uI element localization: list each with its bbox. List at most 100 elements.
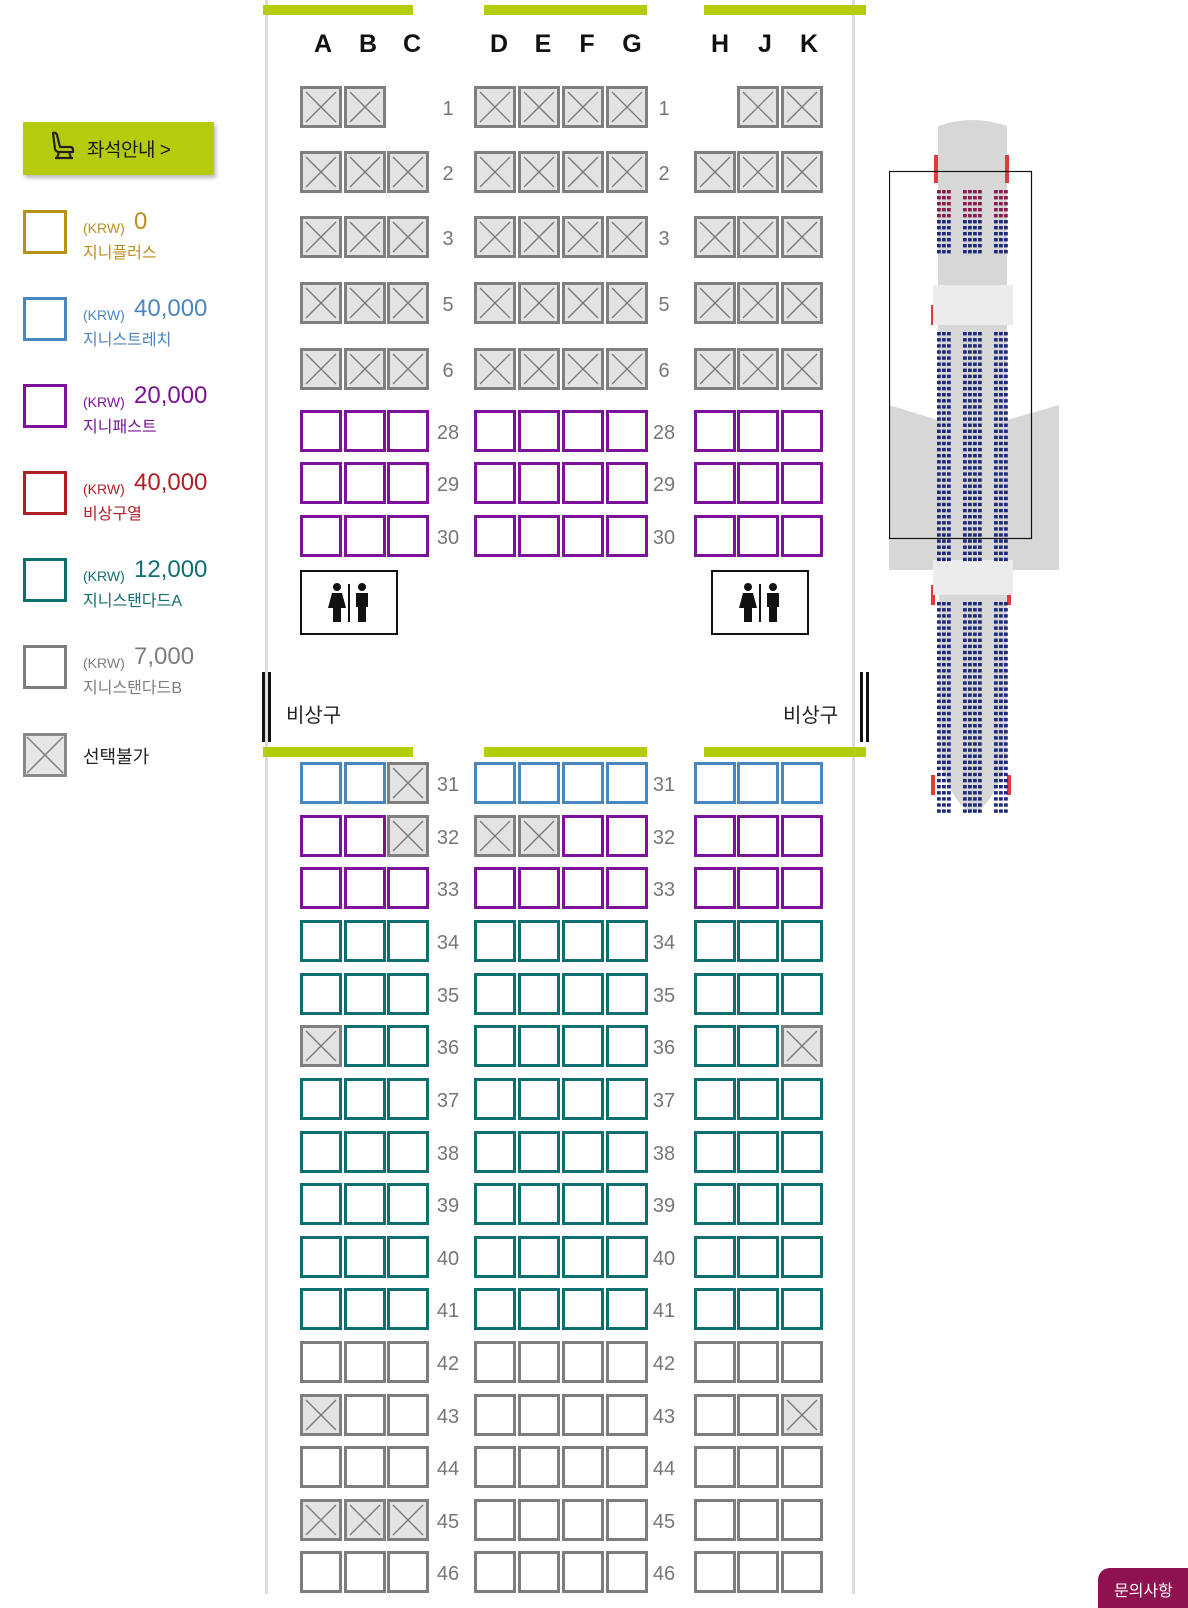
seat[interactable] — [562, 973, 604, 1015]
seat[interactable] — [781, 1078, 823, 1120]
seat[interactable] — [474, 1236, 516, 1278]
seat[interactable] — [474, 1131, 516, 1173]
seat[interactable] — [474, 1394, 516, 1436]
seat[interactable] — [562, 815, 604, 857]
seat[interactable] — [387, 1288, 429, 1330]
seat[interactable] — [562, 867, 604, 909]
seat[interactable] — [606, 410, 648, 452]
seat[interactable] — [737, 1131, 779, 1173]
seat[interactable] — [781, 1236, 823, 1278]
seat[interactable] — [344, 1394, 386, 1436]
seat[interactable] — [737, 1078, 779, 1120]
seat[interactable] — [781, 762, 823, 804]
seat[interactable] — [737, 515, 779, 557]
seat[interactable] — [344, 920, 386, 962]
seat[interactable] — [562, 762, 604, 804]
inquiry-button[interactable]: 문의사항 — [1098, 1568, 1188, 1608]
seat[interactable] — [387, 1236, 429, 1278]
seat[interactable] — [518, 762, 560, 804]
seat[interactable] — [518, 867, 560, 909]
seat[interactable] — [606, 762, 648, 804]
seat[interactable] — [562, 1499, 604, 1541]
seat[interactable] — [344, 762, 386, 804]
seat[interactable] — [474, 1078, 516, 1120]
seat[interactable] — [344, 1078, 386, 1120]
seat[interactable] — [737, 1025, 779, 1067]
seat[interactable] — [300, 1131, 342, 1173]
seat[interactable] — [781, 973, 823, 1015]
seat[interactable] — [781, 920, 823, 962]
seat[interactable] — [518, 515, 560, 557]
seat[interactable] — [694, 1025, 736, 1067]
seat[interactable] — [737, 973, 779, 1015]
seat[interactable] — [344, 1551, 386, 1593]
seat[interactable] — [781, 1288, 823, 1330]
seat[interactable] — [518, 1025, 560, 1067]
seat[interactable] — [518, 1341, 560, 1383]
seat[interactable] — [562, 515, 604, 557]
seat[interactable] — [606, 1236, 648, 1278]
seat[interactable] — [737, 410, 779, 452]
seat[interactable] — [781, 1499, 823, 1541]
seat[interactable] — [344, 1183, 386, 1225]
seat[interactable] — [474, 1446, 516, 1488]
seat[interactable] — [518, 1394, 560, 1436]
seat[interactable] — [387, 462, 429, 504]
seat[interactable] — [737, 815, 779, 857]
seat[interactable] — [518, 973, 560, 1015]
seat[interactable] — [781, 515, 823, 557]
seat[interactable] — [518, 920, 560, 962]
seat[interactable] — [518, 1078, 560, 1120]
seat[interactable] — [606, 1025, 648, 1067]
seat[interactable] — [474, 1551, 516, 1593]
seat[interactable] — [606, 1288, 648, 1330]
seat[interactable] — [518, 410, 560, 452]
seat[interactable] — [737, 1499, 779, 1541]
seat[interactable] — [694, 462, 736, 504]
seat[interactable] — [737, 762, 779, 804]
seat[interactable] — [300, 515, 342, 557]
seat[interactable] — [300, 1236, 342, 1278]
seat[interactable] — [387, 1394, 429, 1436]
seat[interactable] — [606, 1078, 648, 1120]
seat[interactable] — [518, 1236, 560, 1278]
seat[interactable] — [300, 815, 342, 857]
seat[interactable] — [694, 1183, 736, 1225]
seat[interactable] — [781, 462, 823, 504]
seat[interactable] — [474, 1499, 516, 1541]
seat[interactable] — [737, 1551, 779, 1593]
seat[interactable] — [606, 973, 648, 1015]
seat[interactable] — [344, 815, 386, 857]
seat[interactable] — [387, 1551, 429, 1593]
seat[interactable] — [344, 1131, 386, 1173]
seat[interactable] — [474, 410, 516, 452]
seat[interactable] — [737, 867, 779, 909]
seat[interactable] — [387, 1341, 429, 1383]
seat[interactable] — [737, 1183, 779, 1225]
seat[interactable] — [606, 867, 648, 909]
seat[interactable] — [606, 1446, 648, 1488]
seat[interactable] — [387, 515, 429, 557]
seat[interactable] — [562, 1394, 604, 1436]
seat[interactable] — [474, 1288, 516, 1330]
seat[interactable] — [562, 1236, 604, 1278]
seat[interactable] — [606, 515, 648, 557]
seat[interactable] — [694, 1394, 736, 1436]
seat[interactable] — [344, 410, 386, 452]
seat[interactable] — [606, 1183, 648, 1225]
seat-guide-button[interactable]: 좌석안내 > — [23, 122, 214, 175]
seat[interactable] — [300, 973, 342, 1015]
seat[interactable] — [387, 1183, 429, 1225]
seat[interactable] — [518, 1288, 560, 1330]
seat[interactable] — [344, 1288, 386, 1330]
seat[interactable] — [694, 1341, 736, 1383]
seat[interactable] — [518, 462, 560, 504]
seat[interactable] — [387, 1446, 429, 1488]
seat[interactable] — [300, 462, 342, 504]
seat[interactable] — [694, 973, 736, 1015]
seat[interactable] — [474, 762, 516, 804]
seat[interactable] — [474, 1183, 516, 1225]
seat[interactable] — [300, 1341, 342, 1383]
seat[interactable] — [518, 1551, 560, 1593]
seat[interactable] — [562, 462, 604, 504]
